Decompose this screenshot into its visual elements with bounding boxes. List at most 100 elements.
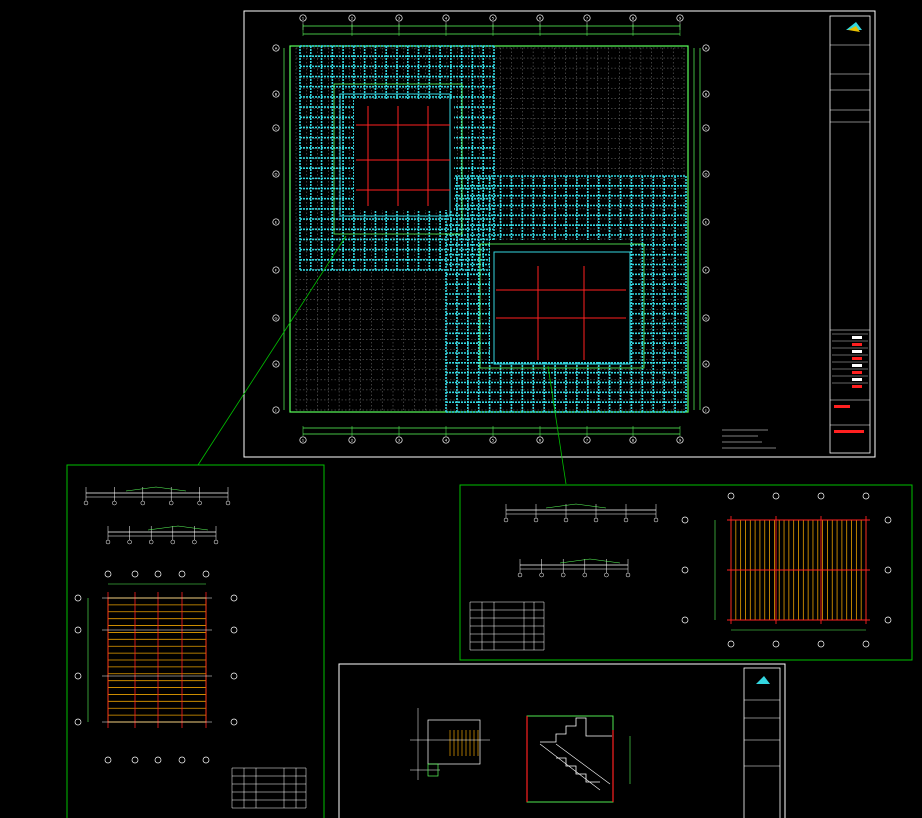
right-plan-bubble-left-circle: [681, 516, 689, 524]
stair-section-upper-flight: [540, 717, 612, 743]
axis-bubble-top-circle: [536, 14, 544, 22]
axis-bubble-right: F: [702, 266, 710, 274]
left-plan-bubble-bottom: [202, 756, 210, 764]
axis-bubble-top-label: 1: [302, 15, 305, 20]
left-section-1-bubble: [197, 500, 202, 506]
axis-bubble-right: D: [702, 170, 710, 178]
axis-bubble-bottom-circle: [536, 436, 544, 444]
axis-bubble-right-circle: [702, 266, 710, 274]
stair-stringer: [539, 743, 601, 791]
right-plan-bubble-right-circle: [884, 616, 892, 624]
left-section-1-bubble: [168, 500, 174, 506]
left-plan-bubble-bottom-circle: [178, 756, 186, 764]
axis-bubble-bottom-label: 6: [539, 437, 542, 442]
right-section-1-bubble: [653, 517, 659, 523]
axis-bubble-right-circle: [702, 314, 710, 322]
left-section-1-bubble: [225, 500, 231, 506]
axis-bubble-left-circle: [272, 314, 280, 322]
right-section-2-bubble: [582, 572, 588, 578]
axis-bubble-bottom-label: 5: [492, 437, 495, 442]
axis-bubble-bottom: 7: [583, 436, 591, 444]
axis-bubble-top-circle: [489, 14, 497, 22]
right-plan-bubble-bottom-circle: [862, 640, 870, 648]
left-detail-panel: [66, 464, 325, 818]
axis-bubble-left-circle: [272, 406, 280, 414]
left-plan-bubble-top: [154, 570, 162, 578]
axis-bubble-top-circle: [583, 14, 591, 22]
left-plan-bubble-left-circle: [74, 672, 82, 680]
axis-bubble-right-circle: [702, 124, 710, 132]
axis-bubble-left: G: [272, 314, 280, 322]
title-block-table: [832, 333, 868, 433]
left-section-2-callout: [147, 525, 209, 531]
axis-bubble-left-label: F: [275, 267, 277, 272]
tb-cell-mark: [852, 364, 862, 367]
axis-bubble-right-label: G: [705, 315, 708, 320]
axis-bubble-left-label: J: [274, 407, 276, 412]
axis-bubble-right-circle: [702, 44, 710, 52]
left-plan-bubble-right-circle: [230, 594, 238, 602]
axis-bubble-right: B: [702, 90, 710, 98]
axis-bubble-left-label: C: [275, 125, 278, 130]
left-plan-bubble-right-circle: [230, 672, 238, 680]
axis-bubble-left-label: B: [275, 91, 278, 96]
axis-bubble-left: J: [272, 406, 280, 414]
bottom-logo-icon: [756, 676, 770, 684]
axis-bubble-top-label: 2: [351, 15, 354, 20]
right-plan-bubble-bottom-circle: [772, 640, 780, 648]
axis-bubble-left-label: G: [275, 315, 278, 320]
axis-bubble-right: G: [702, 314, 710, 322]
stair-section-frame: [526, 715, 614, 803]
left-plan-bubble-top: [202, 570, 210, 578]
axis-bubble-right-circle: [702, 218, 710, 226]
left-plan-bubble-bottom: [131, 756, 139, 764]
axis-bubble-top-label: 7: [586, 15, 589, 20]
axis-bubble-left-circle: [272, 266, 280, 274]
left-section-1-callout: [125, 486, 187, 492]
bottom-title-lines: [744, 699, 780, 767]
tb-cell-mark: [852, 357, 862, 360]
axis-bubble-top-label: 3: [398, 15, 401, 20]
left-plan-bubble-right: [230, 626, 238, 634]
right-plan-bubble-top: [862, 492, 870, 500]
left-plan-bubble-right-circle: [230, 718, 238, 726]
axis-bubble-bottom: 9: [676, 436, 684, 444]
right-plan-bubble-bottom: [862, 640, 870, 648]
right-plan-bubble-top: [772, 492, 780, 500]
right-plan-bubble-bottom: [772, 640, 780, 648]
axis-bubble-top: 2: [348, 14, 356, 22]
axis-bubble-left-circle: [272, 90, 280, 98]
axis-bubble-bottom-label: 3: [398, 437, 401, 442]
axis-bubble-bottom: 2: [348, 436, 356, 444]
right-plan-bubble-bottom-circle: [817, 640, 825, 648]
axis-bubble-left: B: [272, 90, 280, 98]
left-plan-bubble-left-circle: [74, 718, 82, 726]
right-section-2-bubble: [539, 572, 544, 578]
left-plan-bubble-right: [230, 718, 238, 726]
main-title-block: [829, 15, 871, 454]
left-plan-bubble-top: [104, 570, 112, 578]
axis-bubble-bottom-label: 8: [632, 437, 635, 442]
axis-bubble-left: D: [272, 170, 280, 178]
axis-bubble-right: J: [702, 406, 710, 414]
zone-inner-lower: [493, 251, 631, 365]
axis-bubble-right: H: [702, 360, 710, 368]
axis-bubble-right-label: E: [705, 219, 708, 224]
right-section-2-bubble: [625, 572, 631, 578]
right-plan-bubble-left: [681, 566, 689, 574]
plan-notes: [722, 429, 776, 449]
axis-bubble-bottom-circle: [629, 436, 637, 444]
axis-bubble-right-label: B: [705, 91, 708, 96]
axis-bubble-right-label: D: [705, 171, 708, 176]
tb-cell-mark: [852, 343, 862, 346]
axis-bubble-top-circle: [348, 14, 356, 22]
axis-bubble-top-circle: [442, 14, 450, 22]
left-section-2-bubble: [148, 539, 154, 545]
axis-bubble-right-circle: [702, 360, 710, 368]
tb-cell-mark: [852, 371, 862, 374]
axis-bubble-right-label: A: [705, 45, 708, 50]
leader-line-left: [197, 235, 347, 466]
left-plan-bubble-top-circle: [154, 570, 162, 578]
